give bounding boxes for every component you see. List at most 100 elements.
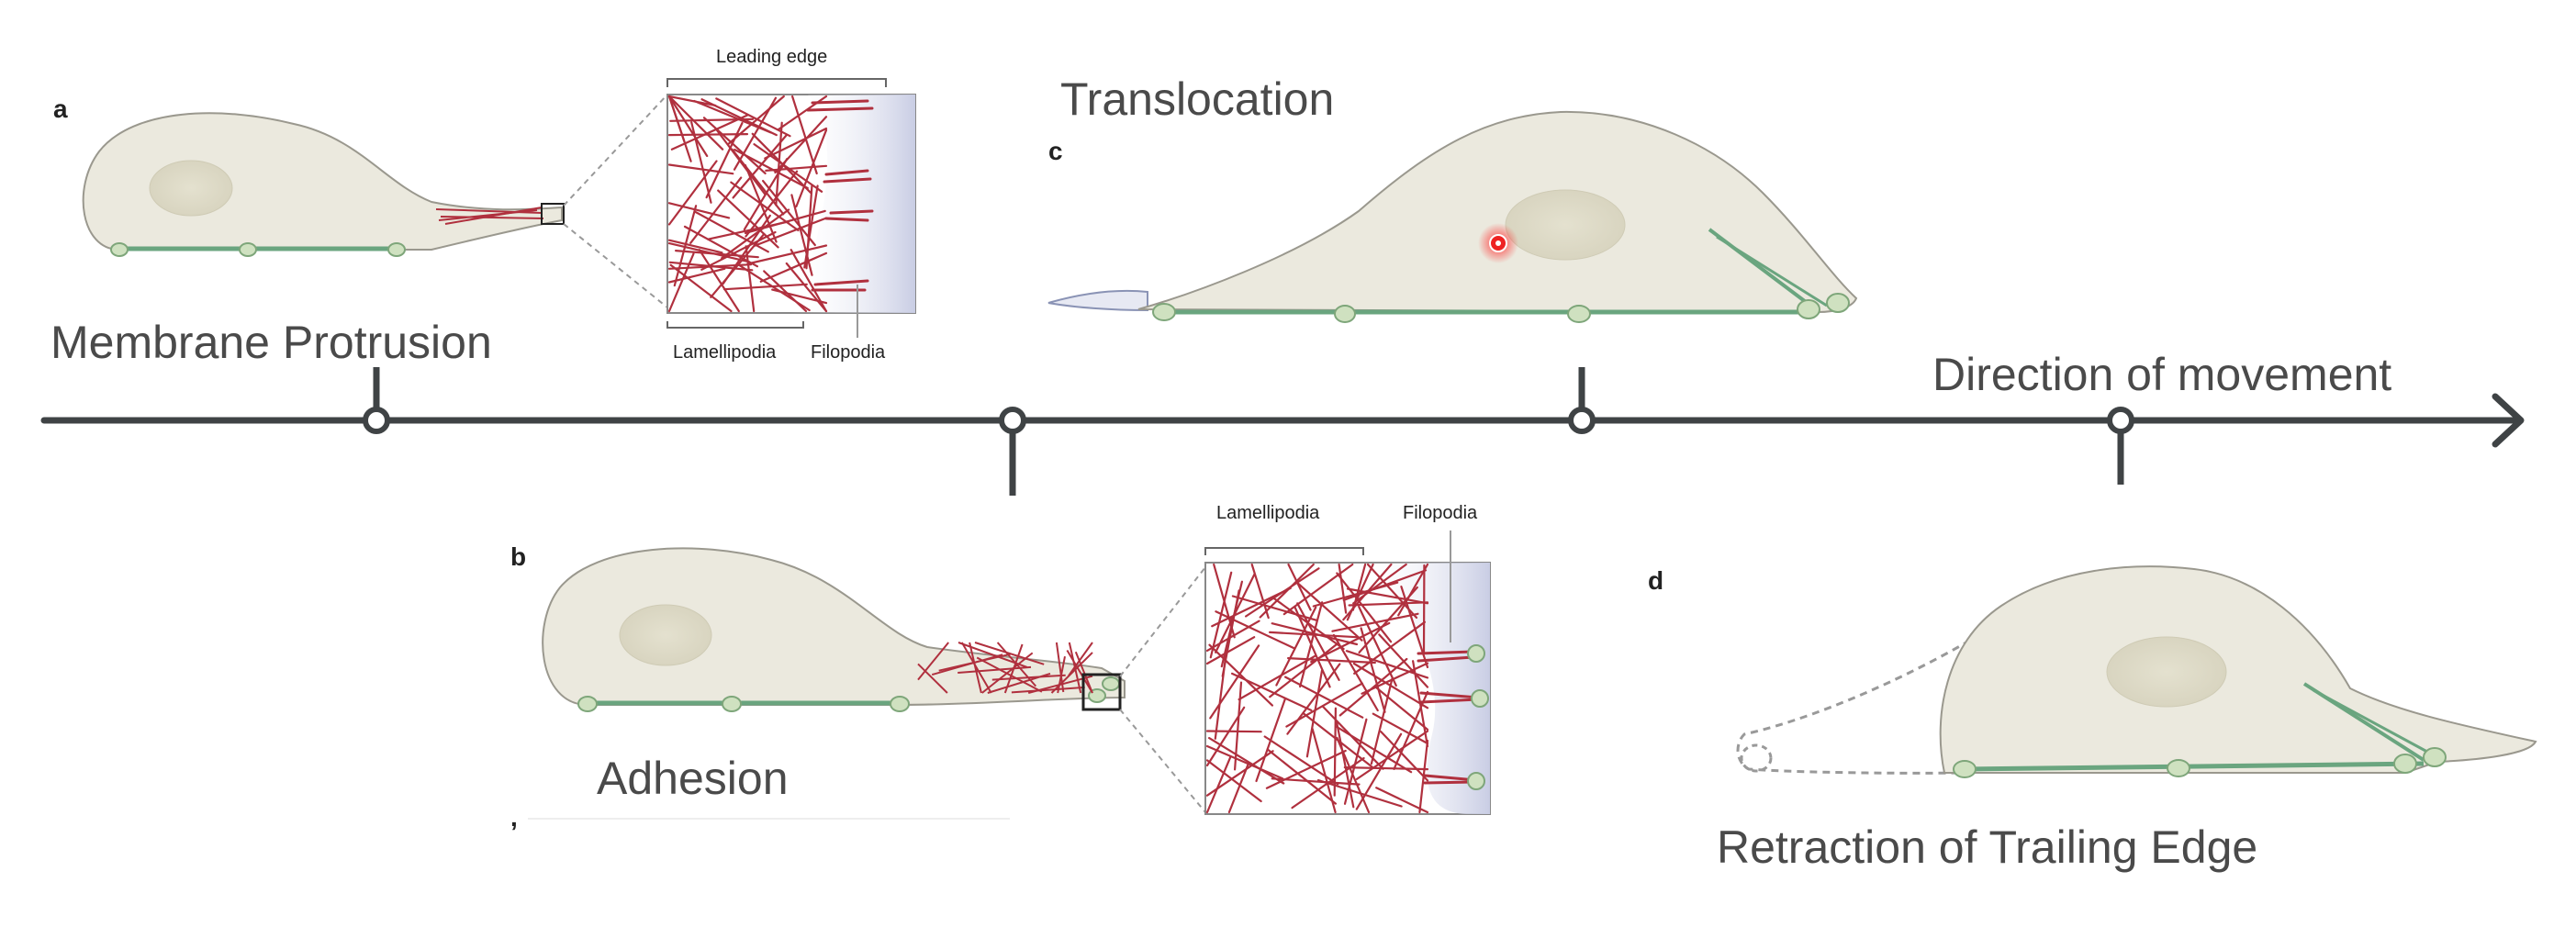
marker-retraction [2107,407,2134,434]
actin-filament [738,264,811,312]
actin-filament [1205,759,1262,803]
actin-filament [702,117,767,174]
actin-filament [974,642,1045,665]
actin-filament [1294,606,1331,688]
cell-body-a [82,112,563,251]
actin-filament [721,208,790,260]
actin-filament [785,262,828,313]
actin-filament [1205,744,1284,780]
zoom-box-a [541,203,565,225]
marker-dot-center-c [1495,240,1501,246]
actin-filament [1286,663,1341,735]
actin-filament [1214,573,1256,653]
inset-bottom: Lamellipodia Filopodia [1204,503,1491,815]
actin-filament [667,267,726,284]
panel-c: c [1047,110,1858,323]
actin-filament [969,642,982,694]
filopodia-bottom [1417,650,1480,785]
panel-letter-b: b [510,542,526,571]
panel-a: a [53,94,668,308]
actin-filament [790,249,828,313]
adhesion-dots-d [1953,747,2447,778]
actin-filament [1298,601,1324,688]
actin-filament [732,133,789,199]
bracket-leading-edge [666,78,887,87]
actin-filament [667,95,717,107]
bracket-lamellipodia-bottom [1204,547,1364,555]
actin-filament [1310,621,1391,664]
actin-filament [693,99,772,134]
label-lamellipodia-top: Lamellipodia [673,342,777,363]
actin-filament [1353,620,1427,675]
actin-filament [991,674,1066,681]
adhesion-dots-inset-bottom [1467,644,1489,790]
actin-filament [751,132,812,194]
trailing-fiber-d-2 [2313,688,2438,759]
actin-filament [790,95,818,175]
actin-filament [1066,649,1093,694]
actin-filament [976,656,1043,693]
actin-filament [1074,651,1093,694]
actin-filament [1311,727,1337,814]
panel-d: d [1648,565,2537,778]
actin-filament [1296,602,1340,682]
panel-letter-a: a [53,95,68,123]
actin-filament [1393,690,1429,771]
actin-filament [1244,567,1320,618]
actin-filament [1335,720,1355,809]
actin-filament [669,263,733,313]
timeline [40,367,2525,496]
actin-filament [1250,563,1270,620]
actin-filament [1355,732,1403,810]
actin-filament [1338,657,1408,717]
actin-filament [669,117,755,122]
actin-filament [667,95,692,162]
actin-bundle-b [917,642,1093,694]
actin-network-top [667,95,828,313]
trailing-tail-c [1047,289,1148,312]
actin-filament [1208,643,1274,707]
actin-filament [717,189,779,249]
panel-b: b , [510,542,1206,832]
trailing-fiber-c-2 [1716,235,1828,307]
actin-filament [1233,681,1243,771]
retracting-loop-d [1740,743,1773,773]
actin-filament [1346,563,1374,621]
actin-filament [727,95,785,145]
inset-top-edge [790,95,915,313]
actin-filament [795,128,828,208]
actin-filament [1011,686,1085,694]
actin-filament [1372,712,1429,745]
actin-filament [1209,644,1260,720]
actin-filament [1338,563,1348,614]
actin-filament [714,127,767,195]
inset-top: Leading edge Lamellipodia Filopodia [666,47,916,363]
actin-filament [689,176,743,244]
actin-filament [667,252,695,313]
actin-filament [1068,642,1082,694]
actin-filament [707,220,790,240]
actin-filament [1336,736,1371,814]
actin-filament [1214,651,1227,740]
actin-filament [1227,763,1249,814]
actin-filament [667,160,718,226]
actin-filament [1375,687,1429,732]
actin-filament [1205,755,1232,814]
label-filopodia-top: Filopodia [811,342,886,363]
adhesion-dots-b [577,676,1120,712]
actin-filament [1207,736,1285,785]
inset-bottom-edge [1359,563,1490,814]
actin-filament [958,665,1032,674]
actin-filament [917,663,948,694]
actin-filament [1295,581,1363,642]
filopodia-top [806,99,874,292]
cell-body-d [1939,565,2537,774]
actin-filament [765,164,828,172]
actin-filament [1068,642,1093,676]
actin-filament [1231,595,1318,621]
actin-filament [1360,627,1386,713]
actin-filament [1275,606,1317,687]
actin-filament [1397,563,1429,617]
actin-filament [774,116,828,173]
actin-filament [1027,675,1093,694]
